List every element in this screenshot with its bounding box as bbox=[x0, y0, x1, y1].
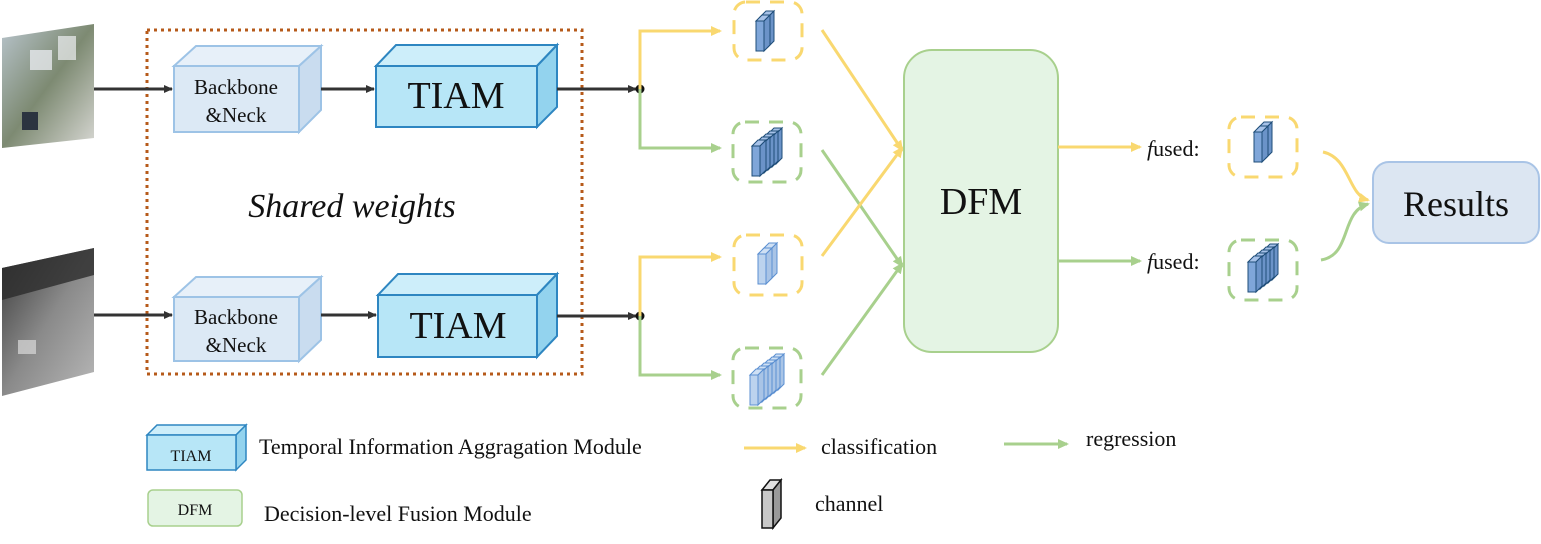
fused-reg-feature bbox=[1227, 238, 1299, 302]
legend-tiam-icon: TIAM bbox=[145, 423, 248, 472]
bottom-reg-feature bbox=[731, 346, 803, 410]
legend-dfm-icon: DFM bbox=[147, 489, 243, 527]
fused-cls-label: fused: bbox=[1147, 136, 1200, 161]
legend-dfm-icon-label: DFM bbox=[178, 502, 213, 519]
dfm-block bbox=[903, 49, 1059, 353]
legend-classification-text: classification bbox=[821, 434, 937, 459]
bottom-tiam-block: TIAM bbox=[375, 271, 560, 360]
legend-tiam-icon-label: TIAM bbox=[171, 448, 212, 465]
top-backbone-block: Backbone &Neck bbox=[171, 43, 324, 135]
top-cls-branch bbox=[638, 26, 722, 89]
top-tiam-label: TIAM bbox=[407, 75, 504, 117]
legend-regression-text: regression bbox=[1086, 426, 1176, 451]
top-cls-to-dfm-arrow bbox=[820, 29, 904, 152]
bottom-reg-branch bbox=[638, 316, 722, 380]
fused-reg-label: fused: bbox=[1147, 249, 1200, 274]
top-backbone-line2: &Neck bbox=[206, 103, 267, 127]
legend-tiam-text: Temporal Information Aggragation Module bbox=[259, 434, 642, 459]
top-cls-feature bbox=[732, 0, 804, 62]
shared-weights-box bbox=[145, 28, 584, 376]
fused-reg-to-results-arrow bbox=[1320, 201, 1370, 262]
bottom-cls-feature bbox=[732, 233, 804, 297]
top-backbone-line1: Backbone bbox=[194, 75, 278, 99]
bottom-backbone-line2: &Neck bbox=[206, 333, 267, 357]
top-reg-branch bbox=[638, 89, 722, 153]
rgb-input-image bbox=[2, 24, 94, 148]
top-tiam-block: TIAM bbox=[373, 42, 560, 130]
bottom-cls-branch bbox=[638, 252, 722, 316]
bottom-backbone-line1: Backbone bbox=[194, 305, 278, 329]
bottom-backbone-block: Backbone &Neck bbox=[171, 274, 324, 364]
results-label: Results bbox=[1403, 184, 1509, 224]
bottom-reg-to-dfm-arrow bbox=[820, 262, 904, 376]
results-block bbox=[1372, 161, 1540, 244]
top-reg-feature bbox=[731, 120, 803, 184]
dfm-label: DFM bbox=[940, 181, 1022, 223]
fused-cls-to-results-arrow bbox=[1322, 150, 1370, 203]
infrared-input-image bbox=[2, 248, 94, 396]
legend-channel-text: channel bbox=[815, 491, 883, 516]
bottom-cls-to-dfm-arrow bbox=[820, 146, 904, 257]
top-reg-to-dfm-arrow bbox=[820, 149, 904, 268]
legend-dfm-text: Decision-level Fusion Module bbox=[264, 501, 532, 526]
shared-weights-label: Shared weights bbox=[248, 188, 455, 225]
fused-cls-feature bbox=[1227, 115, 1299, 179]
bottom-tiam-label: TIAM bbox=[409, 305, 506, 347]
legend-channel-icon bbox=[760, 477, 783, 531]
